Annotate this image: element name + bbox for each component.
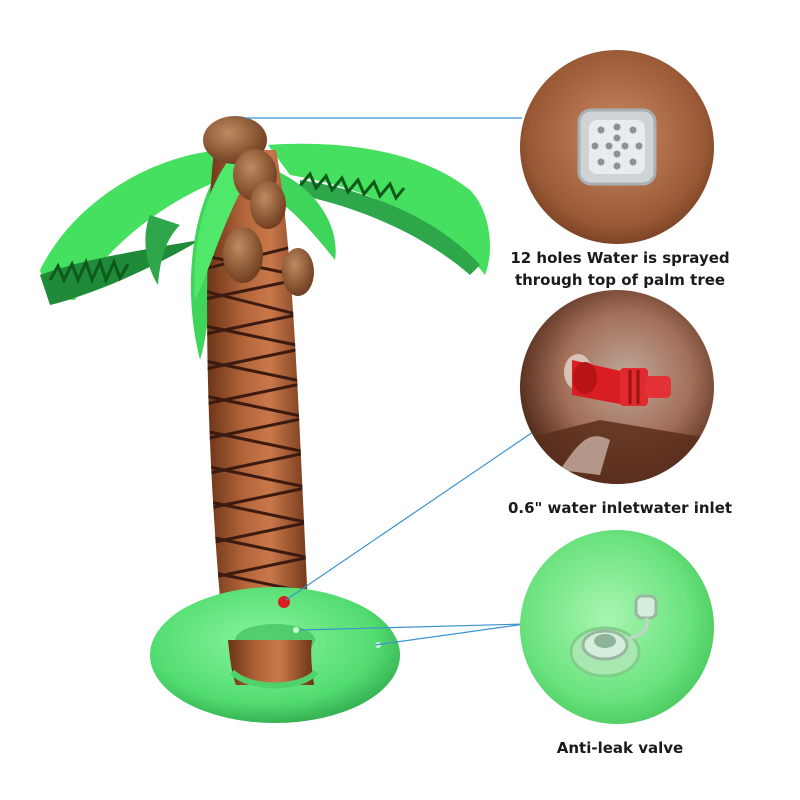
air-valve-icon xyxy=(520,530,714,724)
trunk-valve-marker xyxy=(293,627,299,633)
hose-connector-icon xyxy=(520,290,714,484)
inflatable-base-ring xyxy=(150,587,400,723)
inlet-caption: 0.6" water inletwater inlet xyxy=(507,499,733,517)
spray-caption: 12 holes Water is sprayed through top of… xyxy=(500,247,740,291)
sprinkler-head-icon xyxy=(520,50,714,244)
valve-caption: Anti-leak valve xyxy=(556,739,684,757)
spray-caption-line1: 12 holes Water is sprayed xyxy=(510,249,730,267)
coconut-cluster xyxy=(203,116,314,296)
callout-pointer-lines xyxy=(244,117,534,646)
spray-caption-line2: through top of palm tree xyxy=(514,271,726,289)
